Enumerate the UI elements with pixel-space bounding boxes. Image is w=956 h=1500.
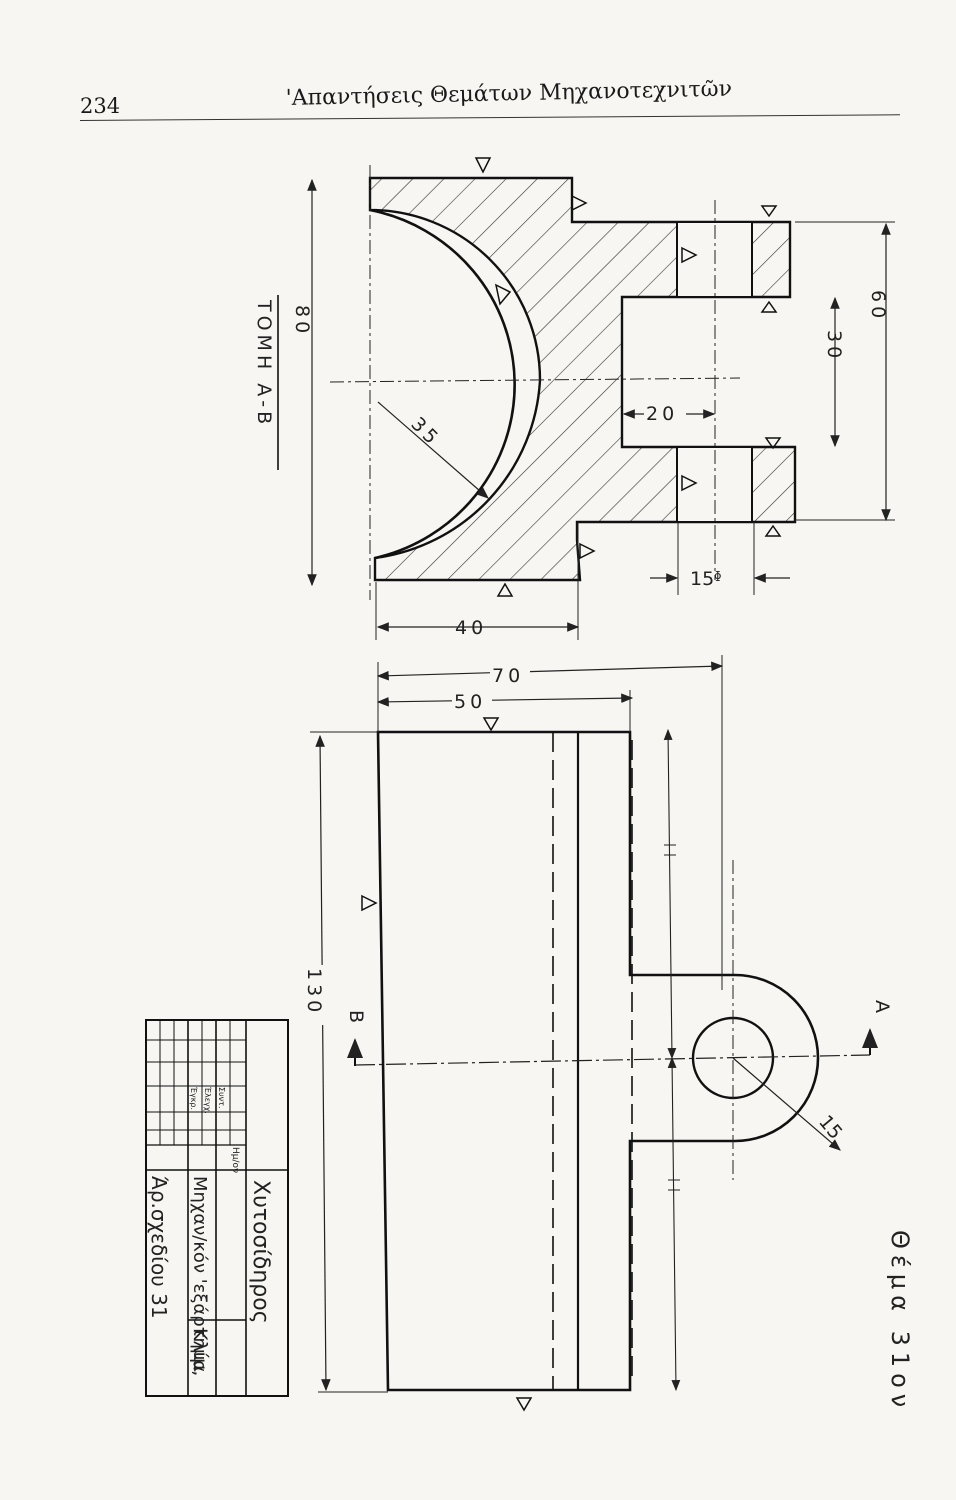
tb-scale: Κλίμ,: [189, 1328, 211, 1376]
dim-30: 30: [823, 330, 845, 362]
tb-drawing-number: Άρ.σχεδίου 31: [147, 1176, 171, 1319]
topic-label: Θέμα 31ον: [886, 1230, 914, 1413]
section-mark-b: B: [345, 1010, 367, 1023]
bore-arc: [369, 208, 516, 560]
plan-outline: [376, 730, 820, 1392]
section-mark-a: A: [871, 1000, 893, 1013]
dim-50: 50: [454, 691, 486, 713]
tb-role-1: Συντ.: [217, 1087, 226, 1109]
dim-130: 130: [303, 968, 325, 1016]
dim-40: 40: [455, 617, 487, 639]
tb-material: Χυτοσίδηρος: [248, 1180, 273, 1324]
section-title: ΤΟΜΗ Α-Β: [253, 299, 275, 428]
dim-20: 20: [646, 403, 678, 425]
plan-view: B A 70 50 130 15: [303, 655, 893, 1412]
tb-role-3: Έγκρ.: [189, 1086, 198, 1110]
tb-date-label: Ημ/ον: [230, 1147, 240, 1173]
page-number: 234: [80, 94, 121, 118]
dim-70: 70: [492, 665, 524, 687]
tb-role-2: Έλεγχ.: [203, 1086, 212, 1114]
dim-35: 35: [406, 413, 444, 451]
page-header: 234 'Απαντήσεις Θεμάτων Μηχανοτεχνιτῶν: [0, 0, 956, 140]
dim-80: 80: [291, 305, 313, 337]
dim-15-phi: 15ᶲ: [690, 568, 722, 590]
dim-r15: 15: [814, 1111, 846, 1144]
dim-60: 60: [867, 290, 889, 322]
tb-part-name: Μηχαν/κόν 'εξάρτημα: [189, 1176, 210, 1372]
section-view: ΤΟΜΗ Α-Β 80 35 40 20 30 60 15ᶲ: [253, 157, 895, 640]
title-block: Χυτοσίδηρος Μηχαν/κόν 'εξάρτημα Κλίμ, Άρ…: [145, 1019, 289, 1397]
